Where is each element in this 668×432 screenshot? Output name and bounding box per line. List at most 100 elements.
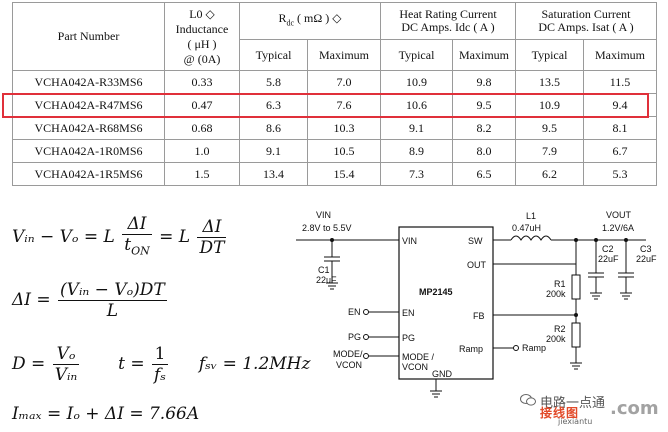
value-cell: 6.5: [452, 162, 516, 186]
value-cell: 15.4: [307, 162, 381, 186]
eq2-frac: (Vᵢₙ − Vₒ)DT L: [58, 280, 167, 321]
r1-label: R1: [554, 279, 566, 289]
header-inductance-line4: @ (0A): [183, 51, 221, 66]
eq3-frac: Vₒ Vᵢₙ: [52, 344, 80, 385]
value-cell: 8.1: [583, 116, 657, 140]
eq3-tfrac-den: fₛ: [153, 365, 167, 385]
c1-label: C1: [318, 265, 330, 275]
header-part-number: Part Number: [12, 2, 165, 71]
eq1-frac1-den-base: t: [124, 235, 132, 255]
header-inductance-line1: L0 ◇: [189, 6, 215, 21]
pin-gnd: GND: [432, 369, 453, 379]
c1-value: 22uF: [316, 275, 337, 285]
value-cell: 10.9: [515, 93, 584, 117]
value-cell: 8.2: [452, 116, 516, 140]
circuit-diagram: VIN 2.8V to 5.5V C1 22uF VIN SW OUT MP21…: [296, 210, 657, 398]
header-rdc-typical: Typical: [239, 39, 308, 71]
value-cell: 5.3: [583, 162, 657, 186]
value-cell: 0.68: [164, 116, 240, 140]
vout-value: 1.2V/6A: [602, 223, 634, 233]
header-sat: Saturation Current DC Amps. Isat ( A ): [515, 2, 657, 40]
eq3-t: t =: [118, 354, 145, 374]
eq2-frac-den: L: [106, 301, 119, 321]
equation-4: Iₘₐₓ = Iₒ + ΔI = 7.66A: [12, 404, 199, 424]
pin-ramp: Ramp: [459, 344, 483, 354]
pin-sw: SW: [468, 236, 483, 246]
value-cell: 9.1: [380, 116, 453, 140]
value-cell: 10.5: [307, 139, 381, 163]
header-inductance-line3: ( μH ): [187, 36, 217, 51]
value-cell: 9.4: [583, 93, 657, 117]
eq1-lhs: Vᵢₙ − Vₒ = L: [12, 227, 115, 248]
header-heat-typical: Typical: [380, 39, 453, 71]
value-cell: 9.8: [452, 70, 516, 94]
header-heat-line1: Heat Rating Current: [399, 7, 497, 21]
value-cell: 7.0: [307, 70, 381, 94]
eq1-frac1-den-sub: ON: [131, 244, 150, 258]
header-inductance-line2: Inductance: [175, 21, 229, 36]
eq2-lhs: ΔI =: [12, 290, 51, 310]
part-number-cell: VCHA042A-R47MS6: [12, 93, 165, 117]
pin-pg: PG: [402, 333, 415, 343]
eq1-frac1-den: tON: [122, 235, 152, 261]
value-cell: 6.7: [583, 139, 657, 163]
value-cell: 10.6: [380, 93, 453, 117]
value-cell: 7.6: [307, 93, 381, 117]
eq1-frac2-num: ΔI: [197, 217, 227, 239]
eq3-tfrac: 1 fₛ: [151, 344, 169, 385]
value-cell: 0.47: [164, 93, 240, 117]
value-cell: 9.1: [239, 139, 308, 163]
part-number-cell: VCHA042A-1R0MS6: [12, 139, 165, 163]
c3-label: C3: [640, 244, 652, 254]
ext-vcon: VCON: [336, 360, 362, 370]
ext-mode: MODE/: [333, 349, 363, 359]
header-rdc-tail: ( mΩ ) ◇: [297, 11, 342, 26]
header-inductance: L0 ◇ Inductance ( μH ) @ (0A): [164, 2, 240, 71]
eq3-frac-den: Vᵢₙ: [54, 365, 78, 385]
value-cell: 10.3: [307, 116, 381, 140]
eq1-frac1-num: ΔI: [122, 214, 152, 235]
vout-label: VOUT: [606, 210, 632, 220]
header-rdc: Rdc ( mΩ ) ◇: [239, 2, 381, 40]
value-cell: 11.5: [583, 70, 657, 94]
eq1-frac2: ΔI DT: [197, 217, 227, 259]
c2-label: C2: [602, 244, 614, 254]
eq3-tfrac-num: 1: [151, 344, 169, 365]
wechat-icon: [520, 394, 536, 406]
watermark-com: .com: [610, 398, 659, 419]
ext-en: EN: [348, 307, 361, 317]
value-cell: 6.2: [515, 162, 584, 186]
value-cell: 0.33: [164, 70, 240, 94]
pin-en: EN: [402, 308, 415, 318]
header-sat-typical: Typical: [515, 39, 584, 71]
eq1-frac2-den: DT: [199, 238, 225, 259]
part-number-cell: VCHA042A-R68MS6: [12, 116, 165, 140]
spec-table: Part Number L0 ◇ Inductance ( μH ) @ (0A…: [12, 2, 657, 186]
value-cell: 5.8: [239, 70, 308, 94]
ic-body: [398, 226, 494, 380]
pin-vcon: VCON: [402, 362, 428, 372]
eq3-fsw: fₛᵥ = 1.2MHz: [198, 354, 311, 374]
value-cell: 7.3: [380, 162, 453, 186]
equation-3: D = Vₒ Vᵢₙ t = 1 fₛ fₛᵥ = 1.2MHz: [12, 344, 310, 385]
header-sat-maximum: Maximum: [583, 39, 657, 71]
ic-name: MP2145: [419, 287, 453, 297]
header-heat-line2: DC Amps. Idc ( A ): [401, 20, 495, 34]
header-heat-maximum: Maximum: [452, 39, 516, 71]
r1-value: 200k: [546, 289, 566, 299]
header-rdc-main: R: [278, 11, 287, 26]
equation-2: ΔI = (Vᵢₙ − Vₒ)DT L: [12, 280, 169, 321]
value-cell: 7.9: [515, 139, 584, 163]
value-cell: 1.0: [164, 139, 240, 163]
value-cell: 13.5: [515, 70, 584, 94]
header-sat-line1: Saturation Current: [541, 7, 631, 21]
eq3-frac-num: Vₒ: [52, 344, 80, 365]
r2-label: R2: [554, 324, 566, 334]
value-cell: 6.3: [239, 93, 308, 117]
value-cell: 1.5: [164, 162, 240, 186]
r2-value: 200k: [546, 334, 566, 344]
watermark: 电路一点通 接线图 .com jiexiantu: [518, 392, 664, 428]
